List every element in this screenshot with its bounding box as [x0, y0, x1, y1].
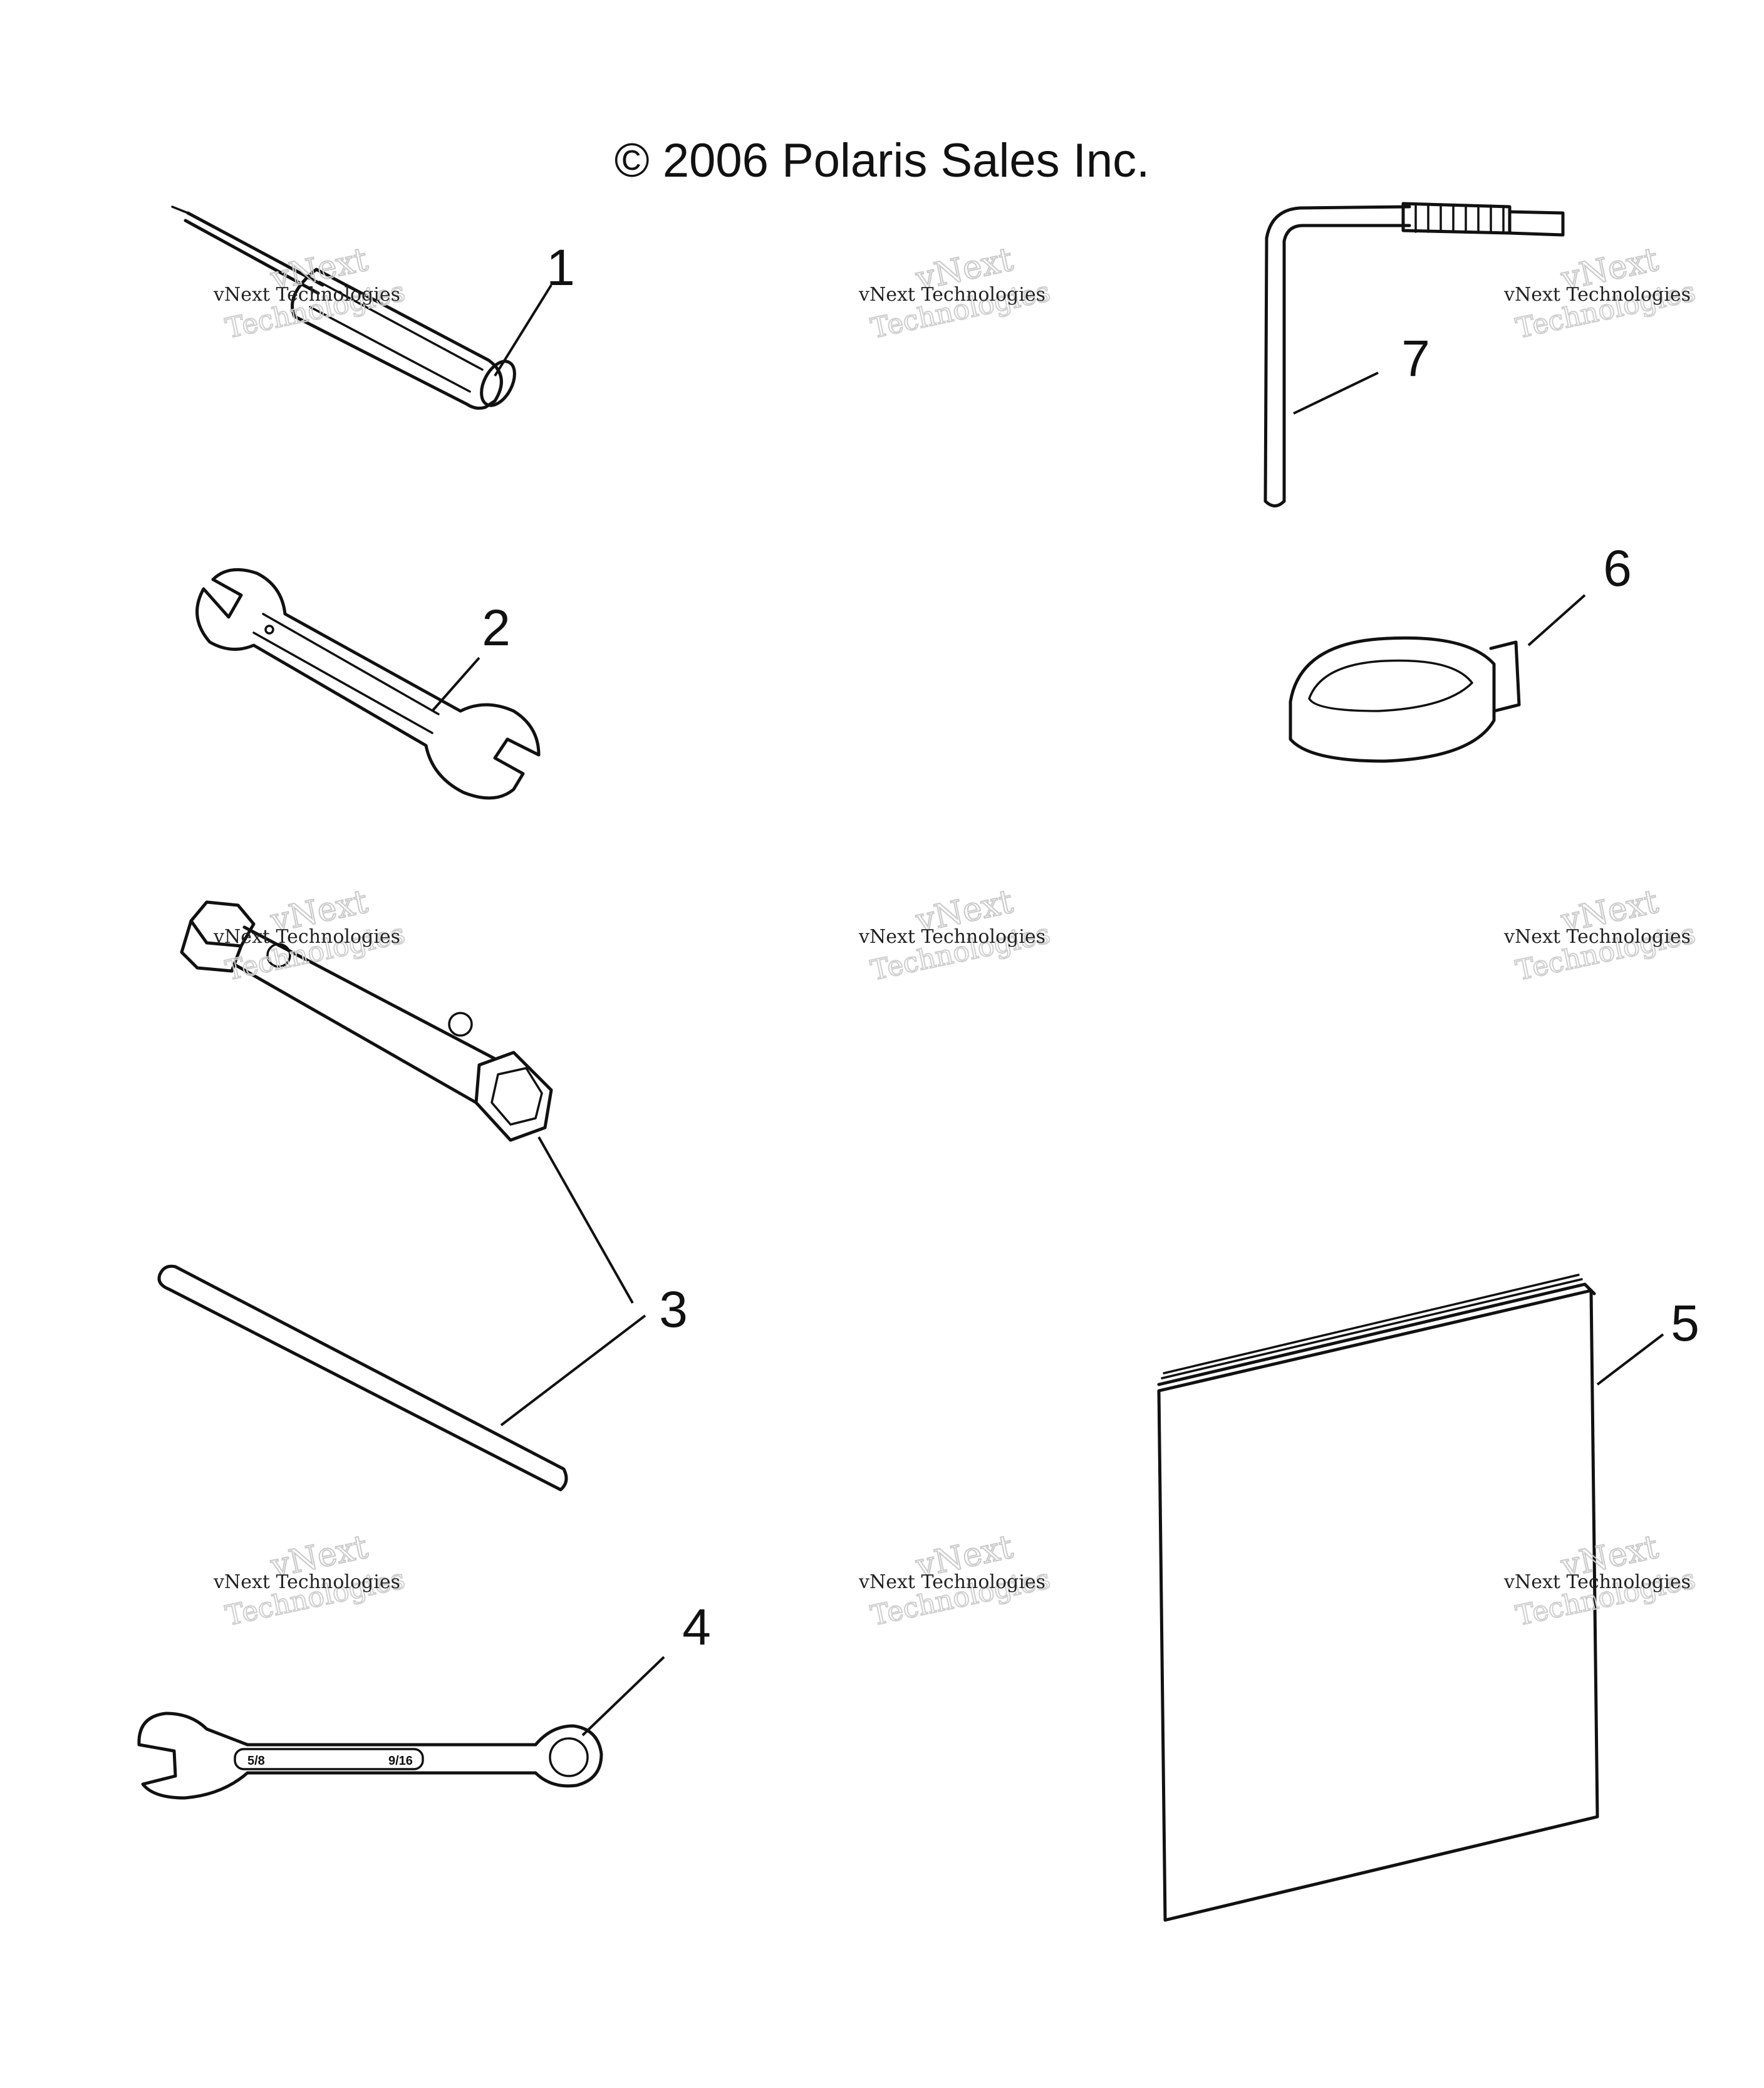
watermark-caption-text: vNext Technologies [1503, 926, 1691, 948]
wrench-marking-left: 5/8 [247, 1754, 265, 1768]
watermark-caption-text: vNext Technologies [858, 926, 1045, 948]
part-3-socket-wrench [180, 900, 634, 1304]
watermark-caption-text: vNext Technologies [1503, 284, 1691, 306]
part-4-combination-wrench: 5/8 9/16 [137, 1656, 665, 1800]
part-5-manual [1157, 1274, 1664, 1922]
part-2-open-end-wrench [195, 568, 541, 800]
callout-3: 3 [659, 1281, 688, 1338]
watermark-caption-text: vNext Technologies [213, 926, 400, 948]
part-3-tommy-bar [157, 1264, 646, 1492]
part-1-screwdriver [171, 205, 553, 410]
callout-2: 2 [482, 600, 511, 657]
callout-5: 5 [1671, 1295, 1699, 1352]
watermark-caption-text: vNext Technologies [858, 284, 1045, 306]
copyright-title: © 2006 Polaris Sales Inc. [615, 134, 1149, 187]
callout-labels: 1 2 3 4 5 6 7 [482, 239, 1699, 1656]
wrench-marking-right: 9/16 [388, 1754, 413, 1768]
callout-4: 4 [682, 1599, 711, 1656]
watermark-caption-text: vNext Technologies [213, 1571, 400, 1593]
part-6-tape [1289, 594, 1586, 763]
part-7-l-tool [1263, 202, 1565, 507]
callout-6: 6 [1603, 540, 1632, 597]
callout-7: 7 [1401, 330, 1430, 387]
watermark-caption-text: vNext Technologies [1503, 1571, 1691, 1593]
callout-1: 1 [546, 239, 575, 296]
watermark-caption-text: vNext Technologies [858, 1571, 1045, 1593]
watermark-caption-text: vNext Technologies [213, 284, 400, 306]
